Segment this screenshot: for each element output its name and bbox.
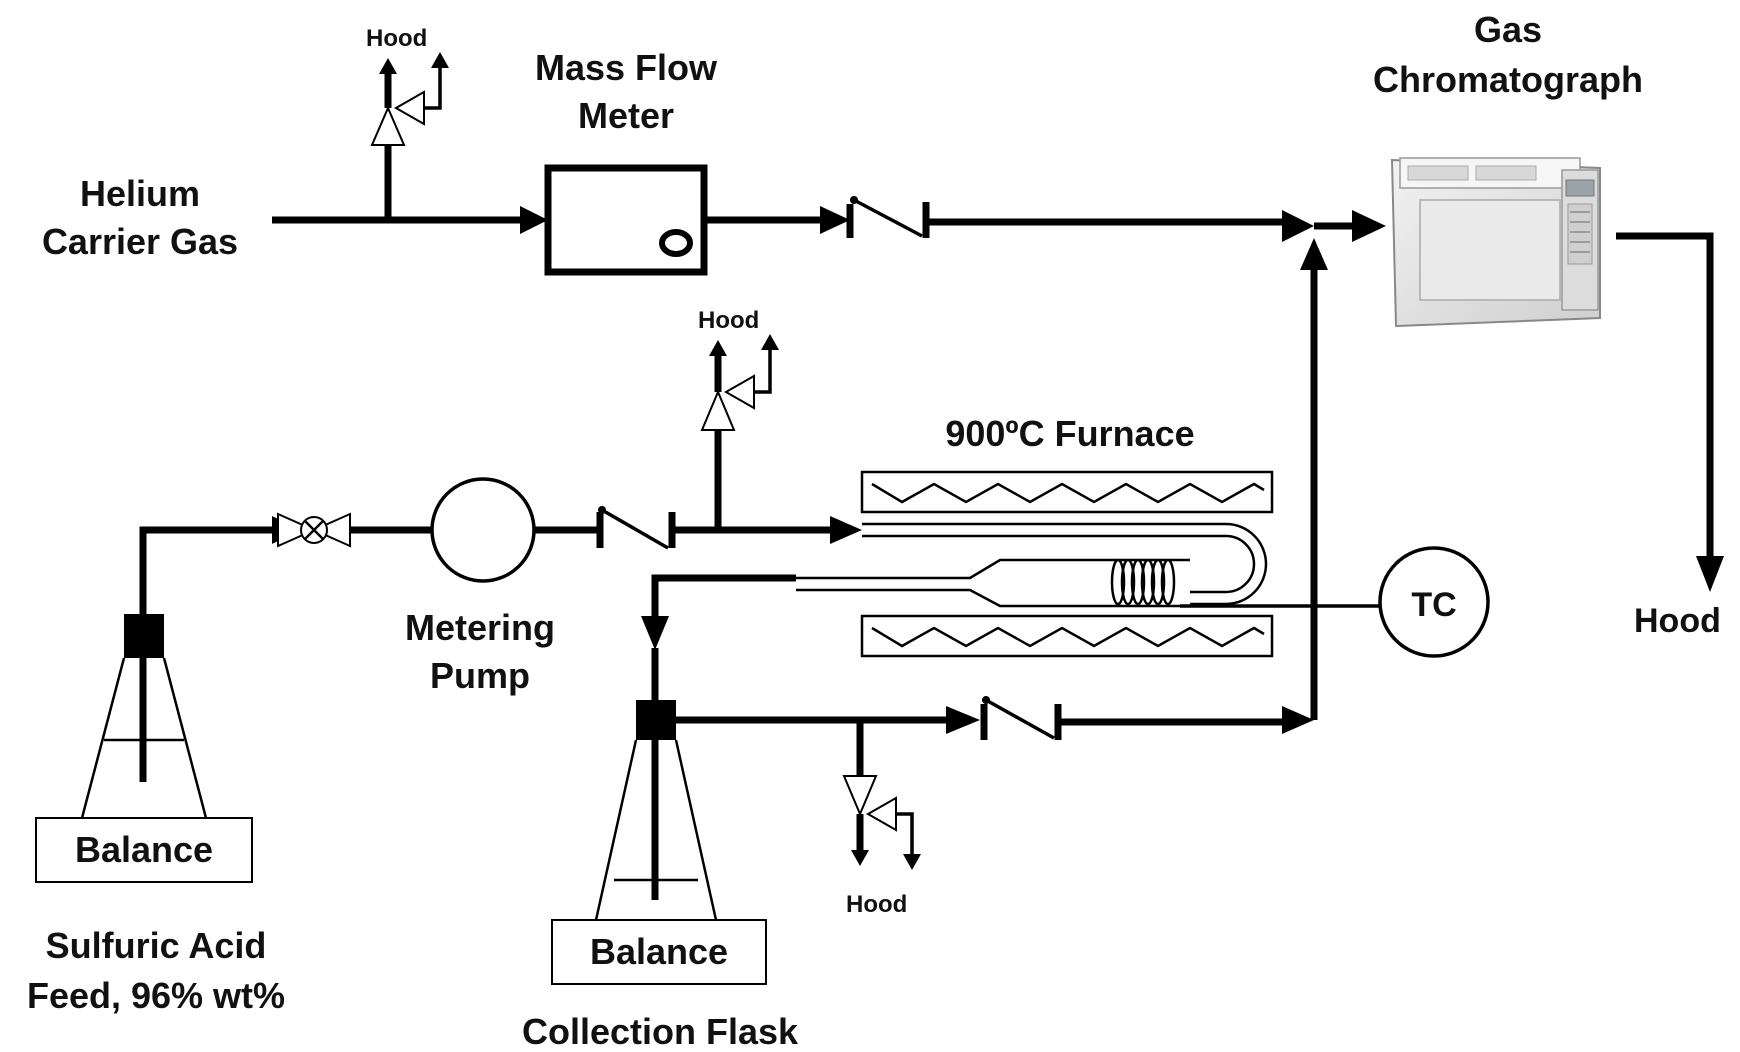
collection-label: Collection Flask [522,1011,799,1052]
mfm-outlet-line [704,204,850,238]
mfm-label-line2: Meter [578,95,674,136]
furnace-label: 900ºC Furnace [945,413,1194,454]
gas-chromatograph-image [1392,158,1600,326]
feed-line [143,516,300,782]
balance-left-label: Balance [75,829,213,870]
helium-label-line1: Helium [80,173,200,214]
balance-right-label: Balance [590,931,728,972]
return-riser-line [1300,238,1328,720]
hood-label-right: Hood [1634,602,1721,640]
metering-label-line1: Metering [405,607,555,648]
check-valve-icon [598,506,672,548]
feed-flask [82,614,206,818]
furnace-inlet-line [672,516,862,544]
needle-valve-icon [278,514,350,546]
gc-label-line1: Gas [1474,9,1542,50]
relief-valve-icon [372,52,449,220]
furnace [862,472,1272,656]
feed-label-line2: Feed, 96% wt% [27,975,285,1016]
helium-supply-line [272,206,548,234]
helium-label-line2: Carrier Gas [42,221,238,262]
pump-outlet-line [534,512,600,548]
tc-label: TC [1411,586,1456,624]
relief-valve-icon [844,722,921,870]
hood-label-mid: Hood [698,307,759,334]
riser-feed-line [1058,706,1314,734]
check-valve-icon [850,196,926,238]
metering-pump-icon [432,479,534,581]
gc-label-line2: Chromatograph [1373,59,1643,100]
check-valve-icon [982,696,1058,740]
reactor-tube [796,524,1266,606]
gc-outlet-line [1616,236,1724,592]
mass-flow-meter [548,168,704,272]
mfm-label-line1: Mass Flow [535,47,718,88]
feed-label-line1: Sulfuric Acid [46,925,267,966]
gc-inlet-line [926,210,1386,242]
hood-label-top: Hood [366,25,427,52]
coil-icon [1112,560,1174,604]
relief-valve-icon [702,334,779,530]
flask-outlet-line [676,704,984,740]
hood-label-bottom: Hood [846,891,907,918]
metering-label-line2: Pump [430,655,530,696]
